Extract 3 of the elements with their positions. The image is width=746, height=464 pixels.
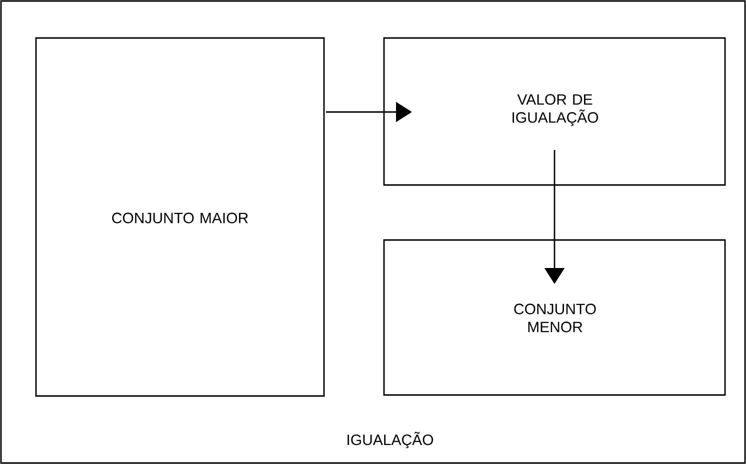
- value-box: VALOR DE IGUALAÇÃO: [383, 37, 726, 186]
- set-box: CONJUNTO MENOR: [383, 239, 726, 396]
- set-box: CONJUNTO MAIOR: [35, 37, 325, 397]
